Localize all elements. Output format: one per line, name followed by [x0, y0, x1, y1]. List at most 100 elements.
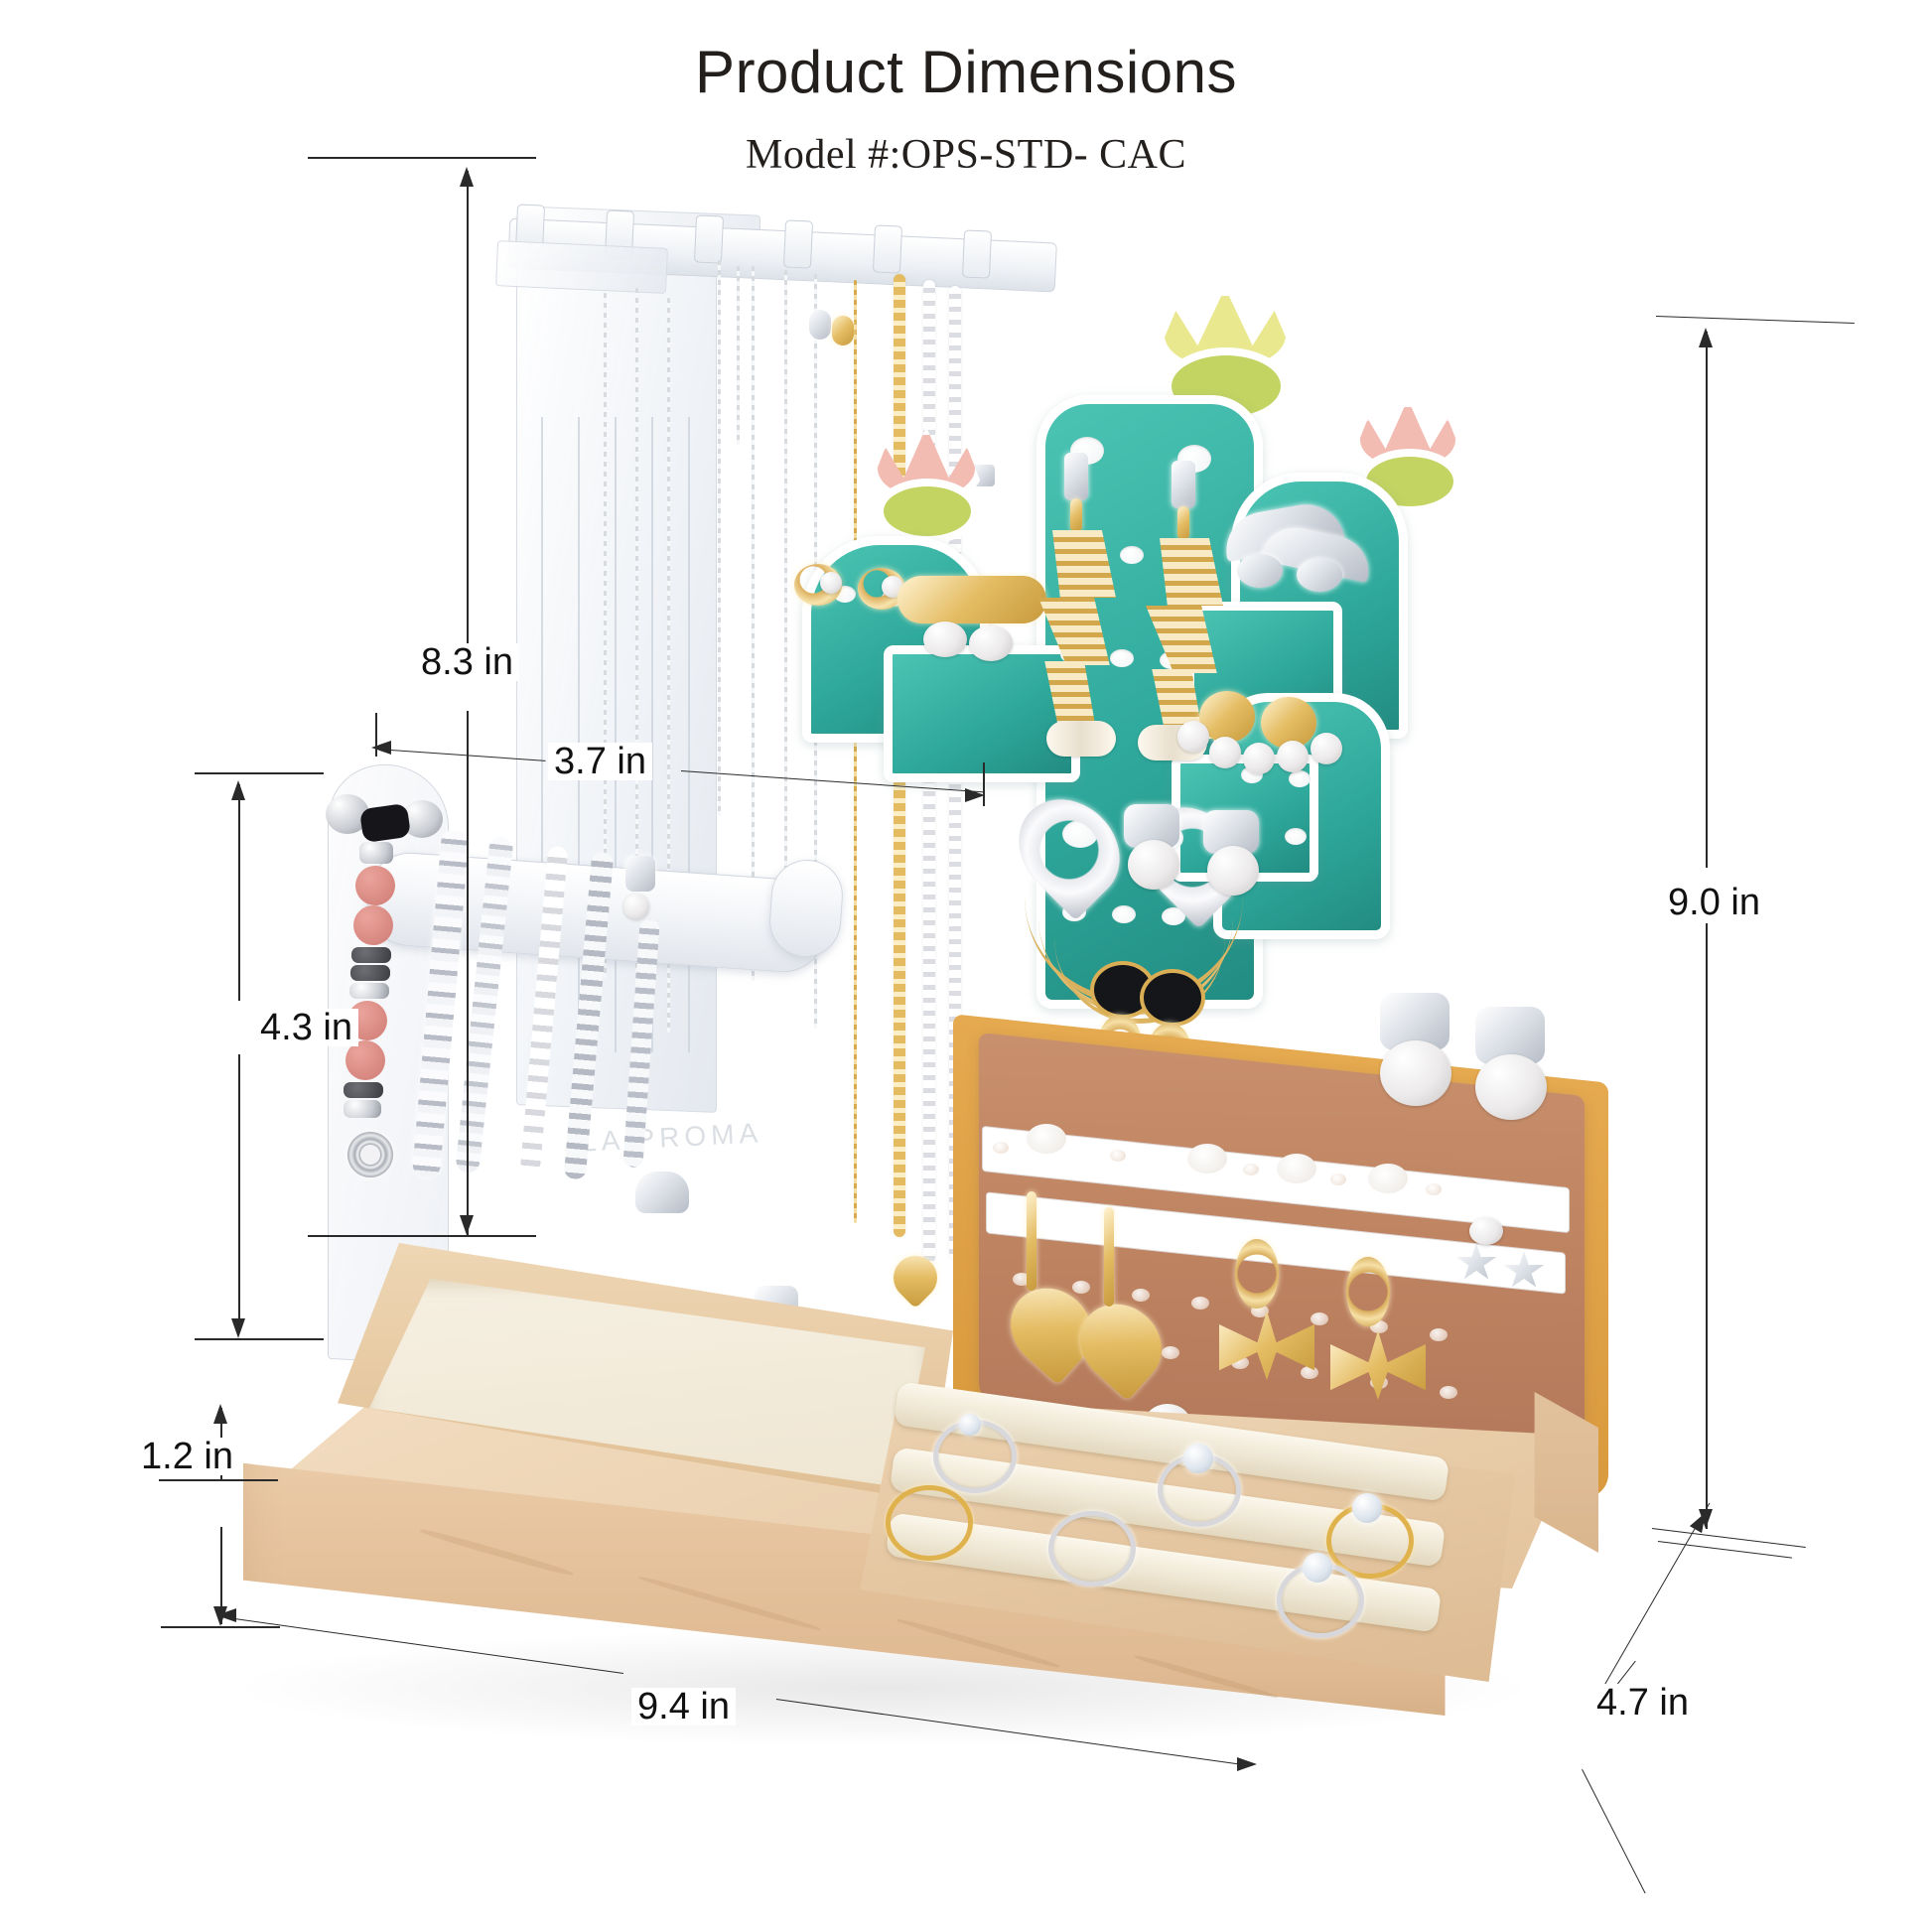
- earring-hole-small: [1330, 1173, 1346, 1185]
- necklace-chain: [752, 266, 755, 981]
- earring-hole-small: [1110, 1150, 1126, 1162]
- earring-pearl-drop: [1207, 846, 1259, 896]
- bow-stud-earring: [1046, 721, 1116, 757]
- earring-hole-small: [1311, 1312, 1328, 1325]
- earring-pearl-drop: [1128, 840, 1179, 890]
- necklace-chain: [635, 288, 638, 983]
- earring-back: [1469, 1217, 1503, 1245]
- earring-hole-small: [1013, 1273, 1031, 1286]
- necklace-chain: [604, 293, 607, 978]
- dim-4_3-leader-top: [195, 772, 324, 774]
- earring-hole: [1187, 1144, 1227, 1173]
- earring-hole-small: [1162, 1346, 1179, 1359]
- dim-8_3-line: [467, 171, 469, 657]
- butterfly-charm: [635, 1172, 689, 1213]
- dim-8_3-leader-bottom: [308, 1235, 536, 1237]
- crystal-bar-earring: [897, 576, 1046, 623]
- earring-hole-small: [1430, 1328, 1448, 1341]
- necklace-chain-gold: [854, 280, 857, 1223]
- earring-hole-small: [1191, 1297, 1209, 1310]
- dim-3_7-arrow-right: [965, 788, 985, 802]
- earring-hole: [1120, 546, 1144, 564]
- earring-hook: [1177, 506, 1189, 540]
- ring-slot-module: [860, 1381, 1515, 1682]
- bracelet-spacer: [359, 842, 393, 864]
- earring-hole-small: [1072, 1281, 1090, 1294]
- dim-9_0-line: [1706, 923, 1708, 1529]
- earring-hole-small: [1426, 1183, 1442, 1195]
- dim-label-9_4: 9.4 in: [631, 1688, 736, 1725]
- dim-label-9_0: 9.0 in: [1662, 884, 1766, 921]
- earring-pearl: [969, 625, 1013, 661]
- ring-gem: [1183, 1444, 1213, 1473]
- bracelet-spacer: [344, 1100, 381, 1118]
- necklace-hook: [961, 229, 993, 279]
- dim-4_7-axis: [1602, 1502, 1711, 1689]
- ring: [1048, 1511, 1136, 1587]
- dim-4_7-line-lower: [1582, 1769, 1646, 1894]
- earring-hole: [1368, 1164, 1408, 1193]
- necklace-chain: [784, 270, 787, 925]
- earring-hoop: [1346, 1257, 1390, 1326]
- ring-gem: [1303, 1553, 1332, 1583]
- dim-8_3-arrow-top: [460, 167, 474, 187]
- crystal-stone: [1297, 558, 1342, 592]
- bracelet-bead: [344, 1082, 383, 1098]
- earring-hook: [1104, 1207, 1114, 1307]
- dim-4_3-arrow-top: [231, 780, 245, 800]
- earring-hole-small: [1440, 1386, 1457, 1399]
- earring-pearl: [1311, 733, 1342, 764]
- dim-9_4-arrow-right: [1237, 1757, 1257, 1771]
- dim-1_2-arrow-top: [213, 1404, 227, 1424]
- necklace-chain: [737, 266, 740, 445]
- hook-bar-mount: [495, 240, 668, 294]
- dim-9_4-arrow-left: [216, 1608, 236, 1622]
- earring-hole-small: [1132, 1289, 1150, 1302]
- dim-9_0-arrow-top: [1699, 328, 1713, 347]
- cactus-earring-board: [794, 288, 1638, 1181]
- dim-4_3-arrow-bottom: [231, 1318, 245, 1338]
- bracelet-bead: [355, 866, 395, 905]
- bracelet-charm: [347, 1132, 393, 1177]
- earring-pearl: [923, 621, 967, 657]
- dim-label-8_3: 8.3 in: [415, 643, 519, 681]
- earring-hook: [1070, 498, 1082, 532]
- ring-gem: [959, 1414, 981, 1436]
- earring-swag-chain: [1054, 919, 1225, 1024]
- brand-watermark: LA PROMA: [580, 1117, 763, 1158]
- dim-8_3-arrow-bottom: [460, 1215, 474, 1235]
- crystal-drop-earring: [1172, 461, 1195, 508]
- earring-pearl: [1243, 743, 1275, 774]
- earring-pearl: [1209, 737, 1241, 768]
- necklace-hook: [782, 219, 814, 269]
- earring-pearl: [1177, 721, 1209, 753]
- necklace-hook: [872, 224, 903, 274]
- bracelet-bead: [345, 1040, 385, 1080]
- crystal-stone: [1237, 554, 1283, 588]
- dim-1_2-line: [220, 1527, 222, 1624]
- bracelet-bead: [353, 905, 393, 945]
- earring-pearl: [820, 572, 842, 594]
- dim-3_7-tick-right: [983, 762, 985, 806]
- earring-hole: [1110, 649, 1134, 667]
- dim-1_2-leader-bottom: [161, 1626, 280, 1628]
- ring-gold: [886, 1485, 973, 1561]
- crystal-drop-earring: [1064, 453, 1088, 500]
- bracelet-bead: [350, 965, 390, 981]
- rose-earring: [1261, 697, 1316, 749]
- earring-pearl-large: [1380, 1040, 1451, 1106]
- bracelet-spacer: [349, 983, 389, 999]
- dim-label-1_2: 1.2 in: [135, 1438, 239, 1475]
- dim-label-4_7: 4.7 in: [1590, 1684, 1695, 1722]
- necklace-clasp-gold: [832, 316, 854, 345]
- gold-heart-pendant: [884, 1246, 947, 1310]
- ring-gem: [1352, 1493, 1382, 1523]
- bracelet-bead: [351, 947, 391, 963]
- earring-hole-small: [1243, 1164, 1259, 1175]
- earring-hole: [1285, 828, 1307, 845]
- earring-hook: [1027, 1191, 1036, 1291]
- earring-pearl-large: [1475, 1054, 1547, 1120]
- dim-9_0-line: [1706, 332, 1708, 868]
- earring-hoop: [1235, 1239, 1279, 1309]
